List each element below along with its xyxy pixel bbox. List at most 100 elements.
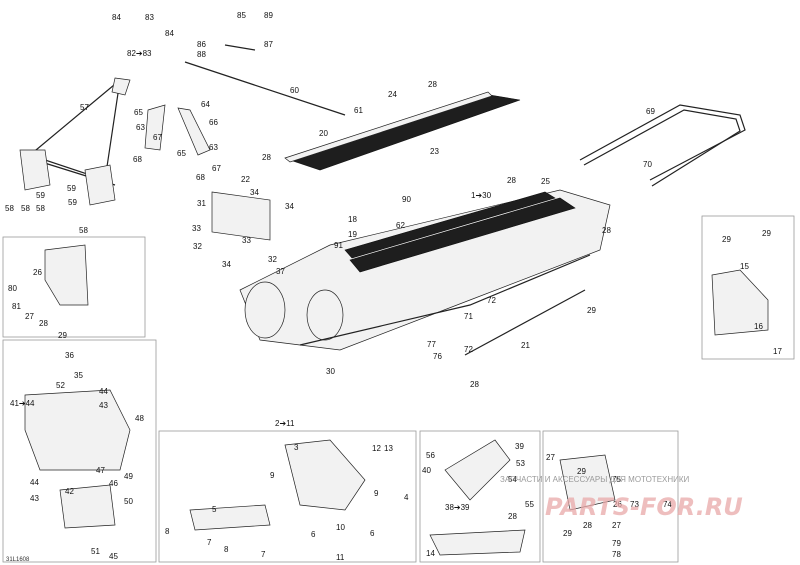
callout-86: 86 bbox=[197, 40, 206, 49]
callout-30: 30 bbox=[326, 367, 335, 376]
frame-side-panel bbox=[701, 215, 795, 360]
callout-29b: 29 bbox=[58, 331, 67, 340]
callout-67b: 67 bbox=[212, 164, 221, 173]
callout-3: 3 bbox=[294, 443, 299, 452]
callout-10: 10 bbox=[336, 523, 345, 532]
callout-67a: 67 bbox=[153, 133, 162, 142]
callout-28a: 28 bbox=[428, 80, 437, 89]
callout-44b: 44 bbox=[30, 478, 39, 487]
callout-68a: 68 bbox=[133, 155, 142, 164]
callout-60: 60 bbox=[290, 86, 299, 95]
callout-84a: 84 bbox=[112, 13, 121, 22]
callout-73: 73 bbox=[630, 500, 639, 509]
callout-44a: 44 bbox=[99, 387, 108, 396]
callout-64: 64 bbox=[201, 100, 210, 109]
callout-34b: 34 bbox=[285, 202, 294, 211]
callout-5: 5 bbox=[212, 505, 217, 514]
callout-8283: 82➔83 bbox=[127, 49, 152, 58]
callout-43a: 43 bbox=[99, 401, 108, 410]
callout-72a: 72 bbox=[487, 296, 496, 305]
callout-21: 21 bbox=[521, 341, 530, 350]
callout-29c: 29 bbox=[722, 235, 731, 244]
callout-32a: 32 bbox=[193, 242, 202, 251]
callout-77: 77 bbox=[427, 340, 436, 349]
callout-27a: 27 bbox=[25, 312, 34, 321]
callout-74: 74 bbox=[663, 500, 672, 509]
callout-50: 50 bbox=[124, 497, 133, 506]
callout-39a: 39 bbox=[515, 442, 524, 451]
callout-14: 14 bbox=[426, 549, 435, 558]
heat-exchanger bbox=[211, 191, 271, 241]
callout-6a: 6 bbox=[311, 530, 316, 539]
callout-4: 4 bbox=[404, 493, 409, 502]
callout-28c: 28 bbox=[507, 176, 516, 185]
callout-80: 80 bbox=[8, 284, 17, 293]
rear-bracket bbox=[559, 454, 616, 511]
callout-28e: 28 bbox=[470, 380, 479, 389]
callout-58b: 58 bbox=[21, 204, 30, 213]
callout-63b: 63 bbox=[209, 143, 218, 152]
callout-65b: 65 bbox=[177, 149, 186, 158]
callout-89: 89 bbox=[264, 11, 273, 20]
rear-bumper-loop bbox=[579, 104, 746, 187]
callout-4144: 41➔44 bbox=[10, 399, 35, 408]
callout-90: 90 bbox=[402, 195, 411, 204]
callout-45: 45 bbox=[109, 552, 118, 561]
callout-15: 15 bbox=[740, 262, 749, 271]
callout-59b: 59 bbox=[68, 198, 77, 207]
callout-13: 13 bbox=[384, 444, 393, 453]
callout-8a: 8 bbox=[165, 527, 170, 536]
callout-11: 11 bbox=[336, 553, 345, 562]
callout-49: 49 bbox=[124, 472, 133, 481]
callout-58d: 58 bbox=[79, 226, 88, 235]
callout-53: 53 bbox=[516, 459, 525, 468]
callout-57: 57 bbox=[80, 103, 89, 112]
callout-79: 79 bbox=[612, 539, 621, 548]
callout-56: 56 bbox=[426, 451, 435, 460]
steering-arm-left bbox=[144, 104, 166, 151]
callout-43b: 43 bbox=[30, 494, 39, 503]
watermark-logo: PARTS-FOR.RU bbox=[545, 493, 743, 521]
callout-78: 78 bbox=[612, 550, 621, 559]
callout-16: 16 bbox=[754, 322, 763, 331]
callout-24: 24 bbox=[388, 90, 397, 99]
rear-rail bbox=[464, 289, 586, 356]
callout-31: 31 bbox=[197, 199, 206, 208]
callout-12: 12 bbox=[372, 444, 381, 453]
front-suspension bbox=[284, 439, 366, 511]
callout-29f: 29 bbox=[563, 529, 572, 538]
callout-18: 18 bbox=[348, 215, 357, 224]
callout-7a: 7 bbox=[207, 538, 212, 547]
callout-47: 47 bbox=[96, 466, 105, 475]
callout-23: 23 bbox=[430, 147, 439, 156]
front-frame bbox=[19, 77, 131, 206]
callout-34a: 34 bbox=[250, 188, 259, 197]
frame-rear-bracket bbox=[542, 430, 679, 563]
callout-34c: 34 bbox=[222, 260, 231, 269]
callout-54: 54 bbox=[508, 475, 517, 484]
figure-code: 31L1608 bbox=[6, 557, 30, 563]
callout-28h: 28 bbox=[583, 521, 592, 530]
callout-84b: 84 bbox=[165, 29, 174, 38]
callout-46: 46 bbox=[109, 479, 118, 488]
callout-70: 70 bbox=[643, 160, 652, 169]
steering-arm-right bbox=[177, 107, 211, 156]
tunnel-cover bbox=[284, 91, 521, 171]
callout-28f: 28 bbox=[39, 319, 48, 328]
callout-69: 69 bbox=[646, 107, 655, 116]
bumper-left bbox=[44, 244, 89, 306]
callout-72b: 72 bbox=[464, 345, 473, 354]
callout-58a: 58 bbox=[5, 204, 14, 213]
callout-26b: 26 bbox=[613, 500, 622, 509]
steering-support bbox=[24, 389, 131, 471]
callout-8b: 8 bbox=[224, 545, 229, 554]
callout-29d: 29 bbox=[762, 229, 771, 238]
callout-29e: 29 bbox=[577, 467, 586, 476]
callout-63a: 63 bbox=[136, 123, 145, 132]
callout-33a: 33 bbox=[192, 224, 201, 233]
frame-bumper-right bbox=[419, 430, 541, 563]
side-panel bbox=[711, 269, 769, 336]
frame-steering-support bbox=[2, 339, 157, 563]
callout-62: 62 bbox=[396, 221, 405, 230]
